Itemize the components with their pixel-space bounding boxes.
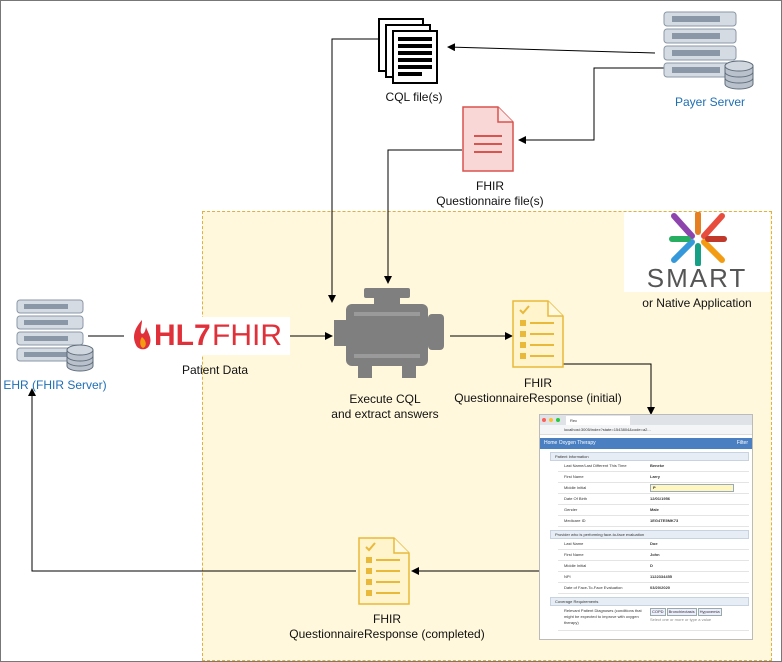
field-label: Gender <box>564 507 578 512</box>
field-value: D <box>650 563 653 568</box>
field-label: First Name <box>564 552 584 557</box>
document-stack-icon <box>378 18 438 84</box>
questionnaire-files-label-line1: FHIR <box>476 179 504 193</box>
field-label: Middle Initial <box>564 563 587 568</box>
qr-initial-label: FHIR QuestionnaireResponse (initial) <box>448 376 628 406</box>
cql-engine-label: Execute CQL and extract answers <box>320 392 450 422</box>
field-label: First Name <box>564 474 584 479</box>
form-row: First Name Larry <box>558 472 749 483</box>
browser-chrome: Rec <box>540 415 752 425</box>
form-row: NPI 1122334455 <box>558 572 749 583</box>
embedded-app-screenshot: Rec localhost:3005/index?state=1543804&c… <box>539 414 753 640</box>
tag: COPD <box>650 608 666 616</box>
maximize-dot-icon <box>556 418 560 422</box>
form-row: Date Of Birth 12/01/1956 <box>558 494 749 505</box>
field-label: Last Name/Last Different This Time <box>564 463 627 468</box>
payer-server-label: Payer Server <box>674 95 746 109</box>
fhir-text: FHIR <box>212 319 282 352</box>
filter-button: Filter <box>736 440 748 446</box>
form-row: Gender Male <box>558 505 749 516</box>
form-row: Medicare ID 1EG4TE5MK73 <box>558 516 749 527</box>
field-value: Beneke <box>650 463 665 468</box>
engine-icon <box>334 288 444 378</box>
field-value: 12/01/1956 <box>650 496 671 501</box>
ehr-server-label: EHR (FHIR Server) <box>3 378 107 392</box>
form-row: Last Name/Last Different This Time Beneke <box>558 461 749 472</box>
field-value: 1122334455 <box>650 574 673 579</box>
qr-completed-to-ehr-arrow <box>28 388 356 572</box>
app-header: Home Oxygen Therapy Filter <box>540 438 752 449</box>
patient-data-label: Patient Data <box>181 363 249 377</box>
address-bar: localhost:3005/index?state=1543804&code=… <box>540 425 752 435</box>
minimize-dot-icon <box>549 418 553 422</box>
qr-initial-to-app-arrow <box>563 363 655 415</box>
field-value: John <box>650 552 660 557</box>
section-title: Coverage Requirements <box>550 597 749 606</box>
payer-to-questionnaire-arrow <box>518 67 665 144</box>
close-dot-icon <box>542 418 546 422</box>
cql-to-engine-arrow <box>328 38 378 303</box>
select-placeholder: Select one or more or type a value <box>650 617 712 622</box>
tag: Bronchiectasis <box>666 608 697 616</box>
flame-icon <box>134 320 151 350</box>
smart-logo-icon <box>669 212 727 266</box>
field-value: P <box>650 484 734 492</box>
form-row: Date of Face-To-Face Evaluation 03/20/202… <box>558 583 749 594</box>
cql-engine-label-line1: Execute CQL <box>349 392 421 406</box>
form-row: Middle Initial D <box>558 561 749 572</box>
questionnaire-to-engine-arrow <box>384 149 462 284</box>
field-label: Date Of Birth <box>564 496 588 501</box>
form-row: Middle Initial P <box>558 483 749 494</box>
hl7-text: HL7 <box>154 319 211 352</box>
qr-initial-label-line1: FHIR <box>524 376 552 390</box>
ehr-server-icon <box>16 299 94 372</box>
form-row: Last Name Doe <box>558 539 749 550</box>
section-title: Patient Information <box>550 452 749 461</box>
qr-completed-label: FHIR QuestionnaireResponse (completed) <box>282 612 492 642</box>
window-controls <box>540 418 561 423</box>
cql-files-label: CQL file(s) <box>385 90 443 104</box>
cql-engine-label-line2: and extract answers <box>331 407 439 421</box>
form-row: Relevant Patient Diagnoses (conditions t… <box>558 606 749 631</box>
questionnaire-document-icon <box>462 106 514 172</box>
field-label: NPI <box>564 574 571 579</box>
field-value: Male <box>650 507 659 512</box>
smart-logo-text: SMART <box>646 263 748 293</box>
questionnaire-files-label-line2: Questionnaire file(s) <box>436 194 544 208</box>
section-title: Provider who is performing face-to-face … <box>550 530 749 539</box>
field-value: 03/20/2020 <box>650 585 671 590</box>
native-app-label: or Native Application <box>642 296 752 310</box>
field-label: Medicare ID <box>564 518 586 523</box>
qr-completed-label-line2: QuestionnaireResponse (completed) <box>289 627 485 641</box>
form-row: First Name John <box>558 550 749 561</box>
qr-completed-label-line1: FHIR <box>373 612 401 626</box>
tag: Hypoxemia <box>697 608 722 616</box>
field-value: 1EG4TE5MK73 <box>650 518 679 523</box>
questionnaire-files-label: FHIR Questionnaire file(s) <box>425 179 555 209</box>
browser-tab: Rec <box>566 416 630 425</box>
payer-to-cql-arrow <box>447 43 656 54</box>
field-value: Doe <box>650 541 658 546</box>
field-label: Middle Initial <box>564 485 587 490</box>
qr-initial-label-line2: QuestionnaireResponse (initial) <box>454 391 622 405</box>
field-value: Larry <box>650 474 661 479</box>
field-label: Relevant Patient Diagnoses (conditions t… <box>564 608 642 625</box>
fhir-logo-icon: HL7 FHIR <box>124 317 290 355</box>
questionnaire-response-icon <box>512 300 564 368</box>
app-title: Home Oxygen Therapy <box>544 440 596 446</box>
questionnaire-response-completed-icon <box>358 537 410 605</box>
field-label: Last Name <box>564 541 584 546</box>
field-label: Date of Face-To-Face Evaluation <box>564 585 623 590</box>
payer-server-icon <box>663 11 754 90</box>
